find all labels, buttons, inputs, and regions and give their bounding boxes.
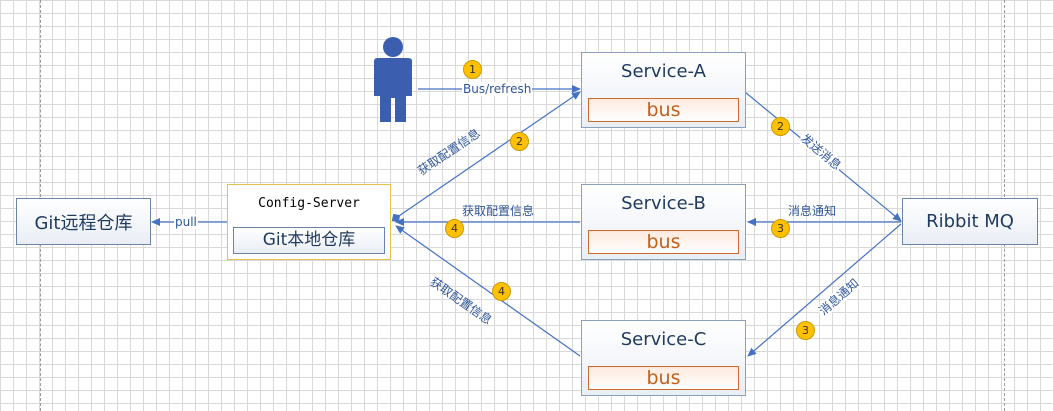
git-remote-repo-node: Git远程仓库 <box>16 198 151 245</box>
step-badge-4-b: 4 <box>445 219 464 238</box>
step-badge-3-c: 3 <box>796 321 815 340</box>
step-badge-1: 1 <box>463 60 482 79</box>
edge-notify-c <box>747 223 902 357</box>
service-c-node: Service-C bus <box>581 320 746 396</box>
edge-label-b-get-config: 获取配置信息 <box>462 204 535 218</box>
user-icon <box>374 37 412 122</box>
step-badge-3-b: 3 <box>771 219 790 238</box>
edge-c-get-config <box>395 225 581 357</box>
service-b-node: Service-B bus <box>581 184 746 260</box>
service-a-node: Service-A bus <box>581 52 746 128</box>
config-server-node: Config-Server Git本地仓库 <box>227 184 391 260</box>
service-c-title: Service-C <box>620 329 707 350</box>
git-local-repo-label: Git本地仓库 <box>233 227 385 254</box>
rabbit-mq-node: Ribbit MQ <box>902 198 1038 245</box>
step-badge-2-right: 2 <box>771 117 790 136</box>
rabbit-mq-label: Ribbit MQ <box>926 211 1014 232</box>
git-remote-repo-label: Git远程仓库 <box>34 212 133 234</box>
service-a-title: Service-A <box>621 61 706 82</box>
config-server-title: Config-Server <box>258 196 360 211</box>
service-a-bus: bus <box>588 98 739 122</box>
edge-label-pull: pull <box>174 215 198 229</box>
service-b-title: Service-B <box>621 193 706 214</box>
edge-label-refresh: Bus/refresh <box>462 82 533 96</box>
service-b-bus: bus <box>588 230 739 254</box>
edge-a-get-config <box>391 91 581 223</box>
step-badge-2-left: 2 <box>510 132 529 151</box>
edge-label-notify-b: 消息通知 <box>788 204 837 218</box>
service-c-bus: bus <box>588 366 739 390</box>
step-badge-4-c: 4 <box>492 282 511 301</box>
